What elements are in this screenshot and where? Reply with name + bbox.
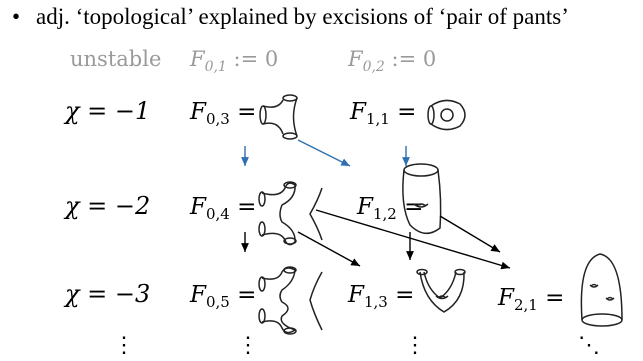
arrow-F03-F12 <box>297 139 351 167</box>
torus-three-holes-icon <box>416 268 466 313</box>
label-F01: F0,1 := 0 <box>189 47 278 75</box>
svg-text:F0,1 := 0: F0,1 := 0 <box>189 47 278 75</box>
vdots-chi: ⋮ <box>113 333 135 358</box>
svg-text:F2,1 =: F2,1 = <box>497 285 564 314</box>
svg-text:F0,4 =: F0,4 = <box>189 194 256 223</box>
genus-two-one-hole-icon <box>580 253 623 327</box>
row-label-unstable: unstable <box>70 47 161 71</box>
heading: • adj. ‘topological’ explained by excisio… <box>12 4 569 30</box>
row-label-chi-minus-2: χ = −2 <box>63 192 150 220</box>
four-holed-sphere-icon <box>258 181 323 246</box>
vdots-F0: ⋮ <box>237 333 259 358</box>
label-F12: F1,2 = <box>356 194 423 223</box>
svg-text:F0,2 := 0: F0,2 := 0 <box>347 47 436 75</box>
arrow-F12-F21 <box>439 215 501 253</box>
label-F04: F0,4 = <box>189 194 256 223</box>
svg-text:F1,3 =: F1,3 = <box>347 282 414 311</box>
heading-text: adj. ‘topological’ explained by excision… <box>36 4 569 29</box>
row-label-chi-minus-3: χ = −3 <box>63 280 150 308</box>
label-F11: F1,1 = <box>349 99 416 128</box>
five-holed-sphere-icon <box>258 266 323 335</box>
torus-one-hole-icon <box>427 99 466 131</box>
row-label-chi-minus-1: χ = −1 <box>63 97 150 125</box>
label-F03: F0,3 = <box>189 99 256 128</box>
label-F13: F1,3 = <box>347 282 414 311</box>
ddots-F2: ⋱ <box>578 333 600 358</box>
vdots-F1: ⋮ <box>404 333 426 358</box>
bullet-icon: • <box>12 4 21 29</box>
arrow-F04-F21 <box>315 209 511 270</box>
arrow-F04-F13 <box>297 231 361 267</box>
label-F02: F0,2 := 0 <box>347 47 436 75</box>
svg-text:F0,5 =: F0,5 = <box>189 282 256 311</box>
svg-text:F1,2 =: F1,2 = <box>356 194 423 223</box>
torus-two-holes-icon <box>402 163 442 234</box>
label-F05: F0,5 = <box>189 282 256 311</box>
svg-text:F1,1 =: F1,1 = <box>349 99 416 128</box>
svg-text:F0,3 =: F0,3 = <box>189 99 256 128</box>
pants-surface-icon <box>259 94 298 140</box>
label-F21: F2,1 = <box>497 285 564 314</box>
